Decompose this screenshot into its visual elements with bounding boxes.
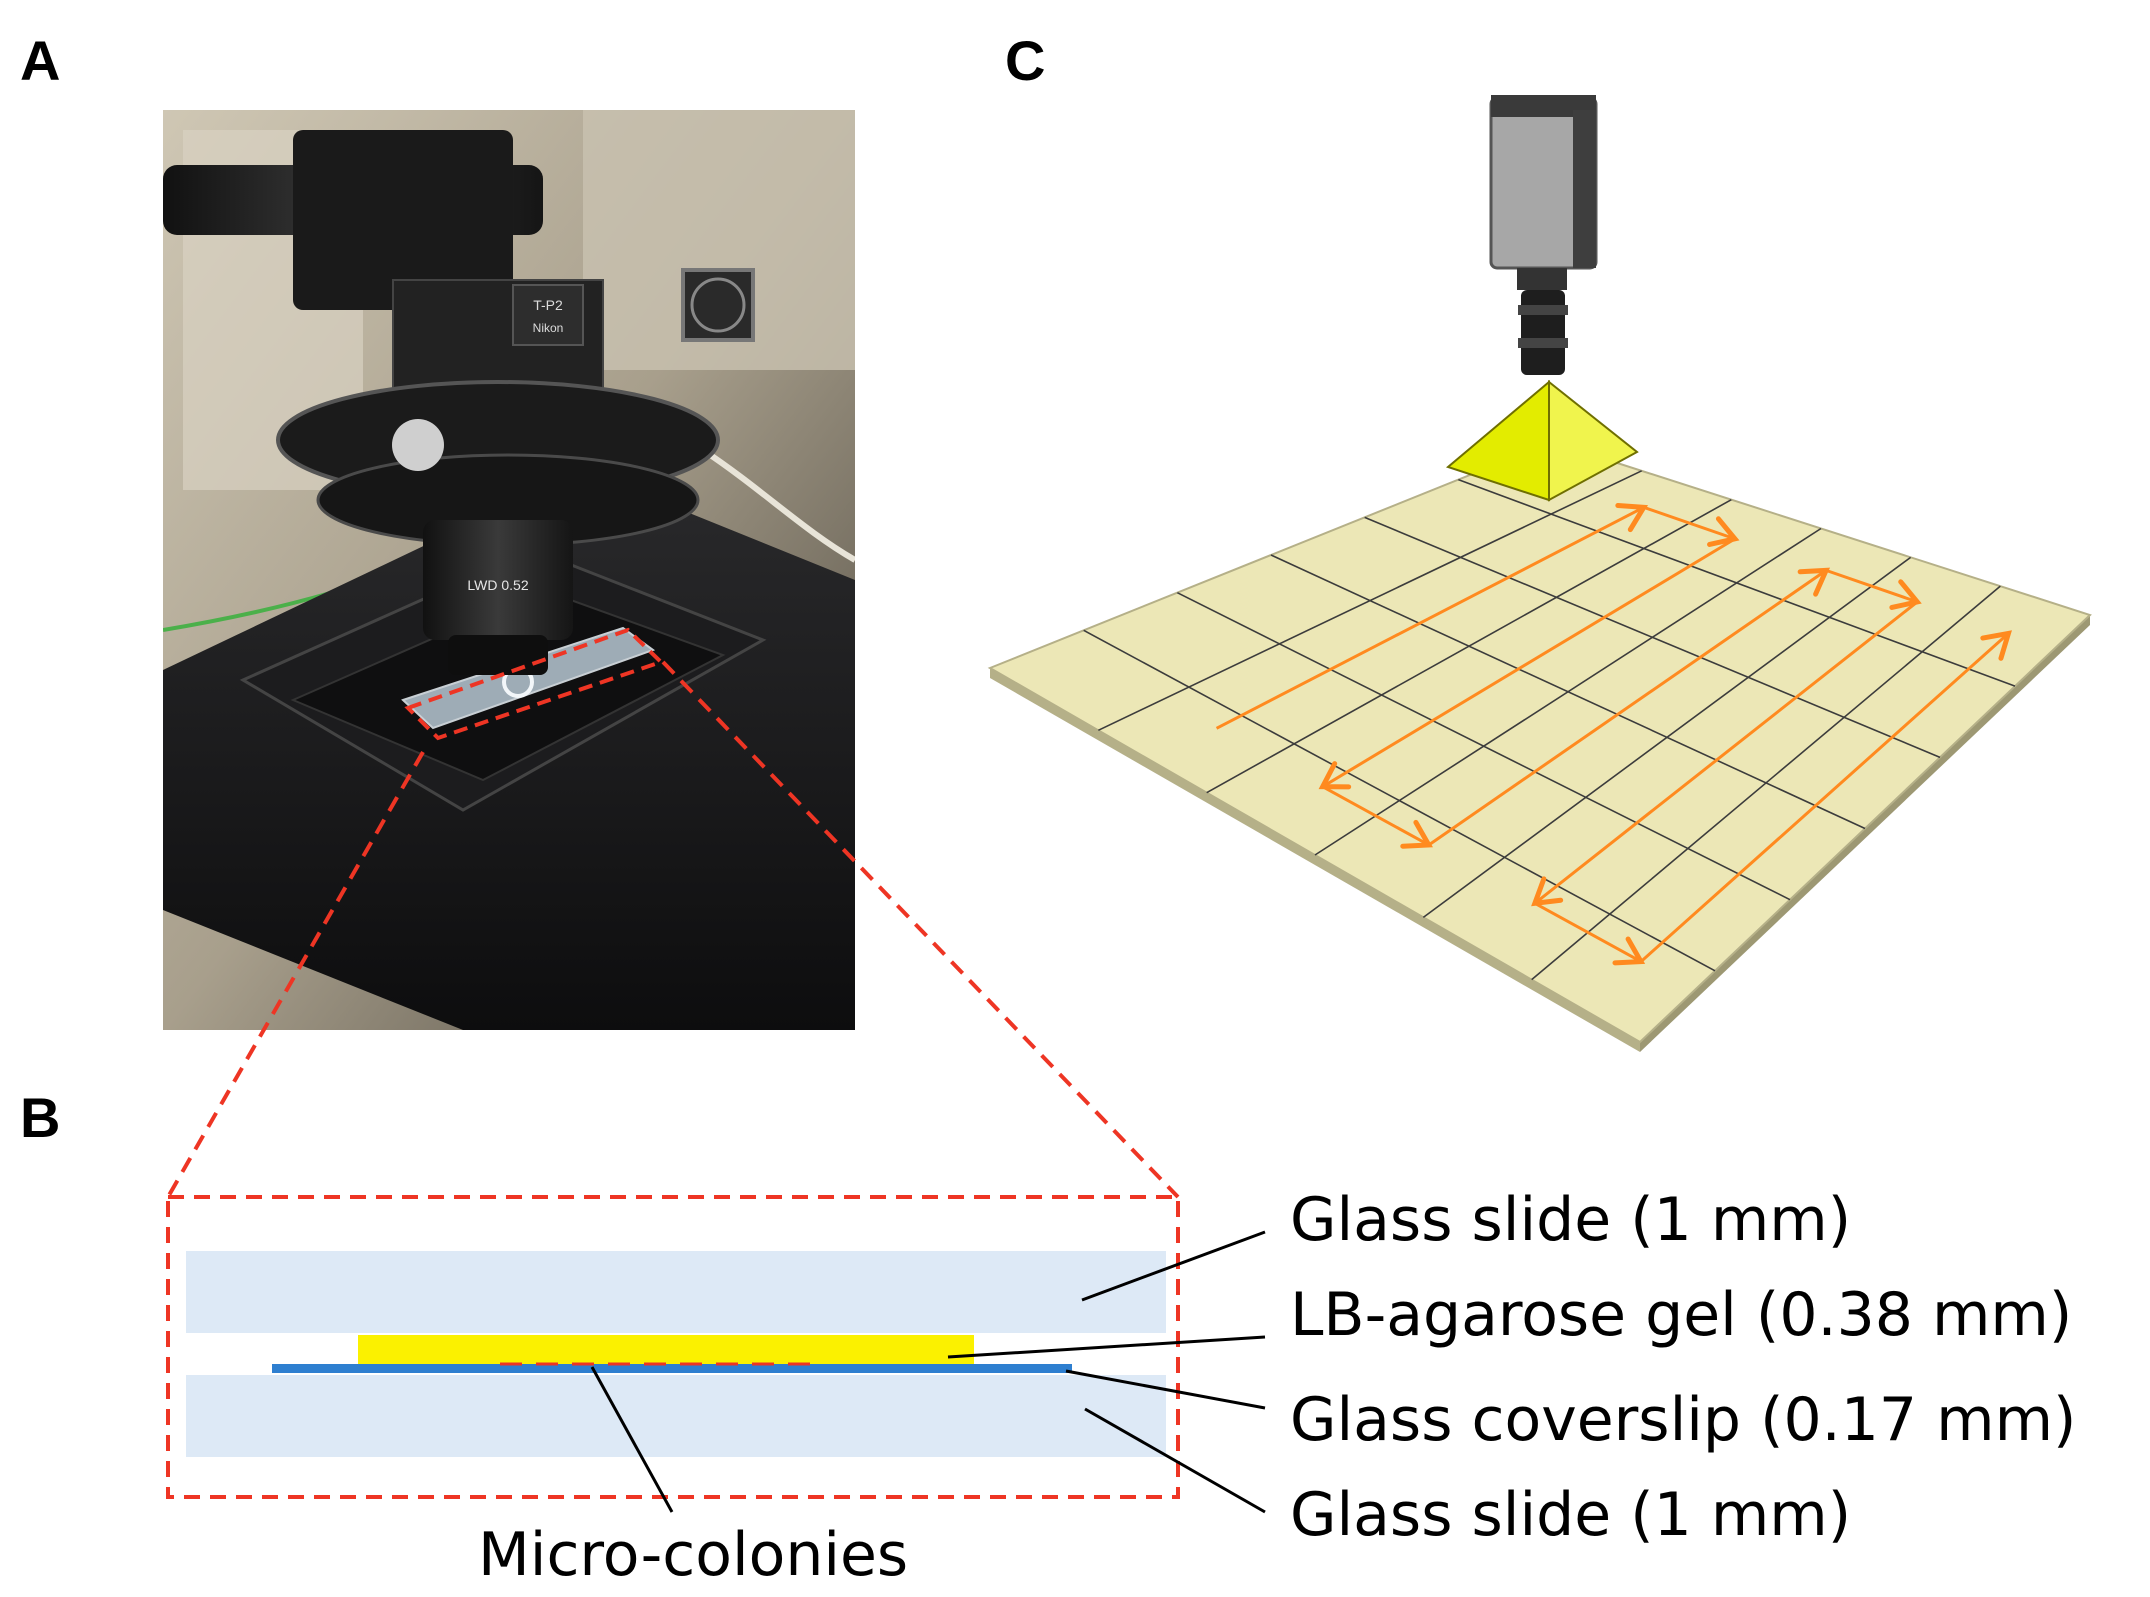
glass-slide-bottom <box>186 1375 1166 1457</box>
lens-ring <box>1518 305 1568 315</box>
inset-highlight-box <box>404 627 665 741</box>
scan-path-segment <box>1639 632 2010 963</box>
brand-label-text: Nikon <box>533 321 564 335</box>
leader-glass-top <box>1081 1230 1266 1302</box>
scan-path <box>1215 502 2012 966</box>
scan-path-segment <box>1643 505 1736 541</box>
sample-plate-side-right <box>1640 615 2090 1052</box>
module-label <box>512 284 584 346</box>
camera-mount <box>1517 268 1567 290</box>
panel-label-b: B <box>20 1086 61 1149</box>
connector-right <box>661 660 1180 1199</box>
panel-label-a: A <box>20 29 61 92</box>
camera-lens <box>1521 290 1565 375</box>
label-glass-slide-top: Glass slide (1 mm) <box>1290 1185 1852 1255</box>
objective-label-text: LWD 0.52 <box>467 577 528 593</box>
microscope-photo: T-P2 Nikon LWD 0.52 <box>163 110 855 1030</box>
microscope-head <box>293 130 513 310</box>
tile-grid <box>1083 470 2016 981</box>
label-micro-colonies: Micro-colonies <box>478 1520 909 1590</box>
scan-path-segment <box>1321 537 1736 788</box>
glass-coverslip-layer <box>272 1364 1072 1373</box>
sample-plate <box>987 440 2092 1044</box>
objective-lens <box>423 520 573 640</box>
sample-plate-side <box>990 668 1640 1052</box>
scan-path-segment <box>1321 785 1430 847</box>
leader-micro-colonies <box>590 1366 674 1513</box>
module-label-text: T-P2 <box>533 297 563 313</box>
scan-path-segment <box>1215 506 1645 730</box>
scan-path-row <box>1639 630 2012 963</box>
scan-path-segment <box>1427 569 1827 847</box>
scan-arrowhead <box>1980 630 2012 661</box>
leader-gel <box>947 1335 1266 1359</box>
objective-tip <box>448 635 548 675</box>
camera-top <box>1491 95 1596 117</box>
label-glass-coverslip: Glass coverslip (0.17 mm) <box>1290 1385 2077 1455</box>
scan-path-segment <box>1533 600 1919 905</box>
field-of-view-right <box>1548 379 1639 502</box>
tiling-scan-illustration <box>987 95 2092 1052</box>
agarose-gel-layer <box>358 1335 974 1365</box>
panel-label-c: C <box>1005 29 1046 92</box>
adjustment-knob <box>392 419 444 471</box>
cooling-fan <box>681 268 755 342</box>
glass-slide-photo <box>401 626 656 730</box>
label-agarose-gel: LB-agarose gel (0.38 mm) <box>1290 1280 2073 1350</box>
fan-blade <box>690 277 746 333</box>
connector-left <box>166 751 425 1198</box>
glass-slide-top <box>186 1251 1166 1333</box>
scan-path-segment <box>1534 901 1642 963</box>
camera-side-shade <box>1573 110 1596 268</box>
label-glass-slide-bottom: Glass slide (1 mm) <box>1290 1480 1852 1550</box>
leader-coverslip <box>1065 1369 1266 1410</box>
leader-glass-bottom <box>1084 1407 1266 1514</box>
sample-schematic-frame <box>166 1195 1180 1499</box>
white-cable <box>701 447 855 563</box>
scan-path-segment <box>1825 568 1918 604</box>
grid-line-column <box>1458 478 2016 687</box>
lens-ring-lower <box>1518 338 1568 348</box>
